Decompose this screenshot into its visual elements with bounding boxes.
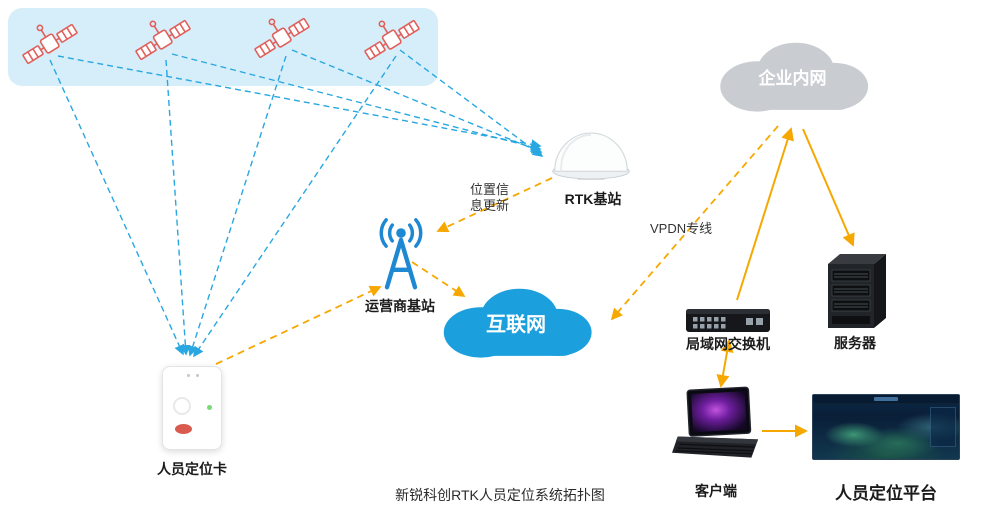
server-icon bbox=[828, 254, 886, 328]
vpdn-label: VPDN专线 bbox=[650, 221, 713, 236]
server-label: 服务器 bbox=[834, 335, 876, 351]
internet-cloud-icon bbox=[443, 288, 592, 358]
platform-screen-panel bbox=[930, 407, 956, 447]
satellite-icon bbox=[355, 10, 422, 63]
carrier-station-label: 运营商基站 bbox=[365, 298, 435, 314]
rtk-station-label: RTK基站 bbox=[564, 191, 622, 207]
platform-screen-titlebar bbox=[813, 395, 959, 404]
diagram-title: 新锐科创RTK人员定位系统拓扑图 bbox=[395, 487, 605, 503]
position-update-label: 位置信 息更新 bbox=[470, 182, 510, 213]
satellites bbox=[18, 10, 422, 67]
platform-screen bbox=[812, 394, 960, 460]
lan-switch-label: 局域网交换机 bbox=[686, 336, 770, 352]
satellite-icon bbox=[126, 10, 193, 63]
carrier-antenna-icon bbox=[379, 218, 423, 290]
platform-label: 人员定位平台 bbox=[835, 484, 937, 503]
satellite-icon bbox=[18, 10, 80, 67]
laptop-icon bbox=[672, 386, 759, 458]
rtk-dome-icon bbox=[552, 132, 630, 180]
satellite-to-card-links bbox=[49, 55, 397, 358]
client-label: 客户端 bbox=[695, 483, 737, 499]
internet-cloud-label: 互联网 bbox=[486, 314, 546, 336]
tracking-card-label: 人员定位卡 bbox=[157, 461, 227, 477]
tracking-card-icon bbox=[162, 366, 222, 450]
satellite-icon bbox=[245, 10, 312, 61]
lan-switch-icon bbox=[686, 309, 770, 332]
intranet-cloud-icon bbox=[720, 42, 869, 112]
intranet-cloud-label: 企业内网 bbox=[758, 69, 827, 88]
